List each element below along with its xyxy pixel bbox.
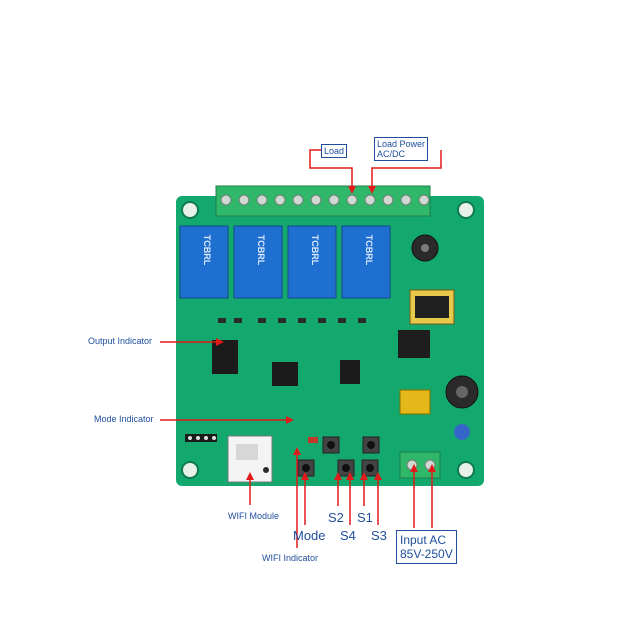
label-wifi-module: WIFI Module — [228, 511, 280, 521]
svg-text:TCBRL: TCBRL — [256, 235, 266, 266]
svg-text:TCBRL: TCBRL — [364, 235, 374, 266]
label-mode: Mode — [293, 528, 326, 543]
label-load-power-line2: AC/DC — [377, 149, 406, 159]
relay-4 — [341, 225, 391, 299]
top-terminal-block — [215, 185, 431, 217]
power-section — [398, 234, 479, 440]
svg-text:TCBRL: TCBRL — [310, 235, 320, 266]
label-mode-indicator: Mode Indicator — [94, 414, 154, 424]
label-s1: S1 — [357, 510, 373, 525]
callout-arrows — [160, 149, 442, 548]
relays: TCBRL TCBRL TCBRL TCBRL — [179, 225, 391, 299]
label-wifi-indicator: WIFI Indicator — [262, 553, 319, 563]
label-s4: S4 — [340, 528, 356, 543]
label-s2: S2 — [328, 510, 344, 525]
label-load-power: Load Power AC/DC — [374, 137, 429, 161]
label-load-power-line1: Load Power — [377, 139, 426, 149]
svg-text:TCBRL: TCBRL — [202, 235, 212, 266]
input-ac-terminal — [399, 451, 441, 479]
indicator-leds — [218, 318, 366, 323]
label-output-indicator: Output Indicator — [88, 336, 153, 346]
label-input-ac: Input AC 85V-250V — [396, 530, 457, 564]
label-input-ac-line2: 85V-250V — [400, 547, 453, 561]
label-input-ac-line1: Input AC — [400, 533, 447, 547]
arrow-heads — [216, 186, 436, 480]
relay-2 — [233, 225, 283, 299]
mounting-holes — [181, 201, 475, 479]
relay-1 — [179, 225, 229, 299]
label-load: Load — [321, 144, 348, 158]
label-s3: S3 — [371, 528, 387, 543]
header-pins — [185, 434, 217, 442]
relay-3 — [287, 225, 337, 299]
